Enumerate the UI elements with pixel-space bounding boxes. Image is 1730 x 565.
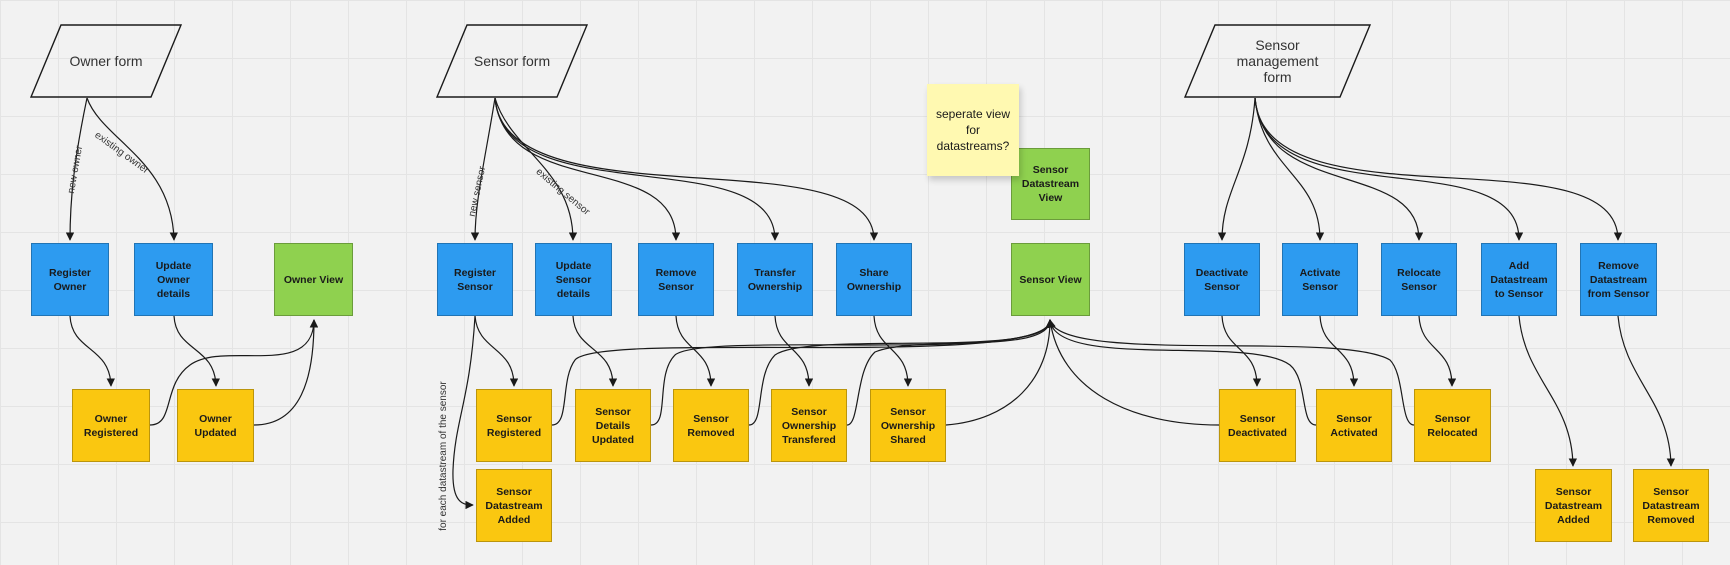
connector-register-sensor-to-datastream-added <box>452 315 476 510</box>
sensor-details-updated-event: Sensor Details Updated <box>575 389 651 462</box>
connector-update-owner-to-owner-updated <box>173 315 221 387</box>
connector-deactivate-to-sensor-deactivated <box>1221 315 1262 387</box>
sensor-datastream-view-view: Sensor Datastream View <box>1011 148 1090 220</box>
connector-remove-datastream-to-datastream-removed <box>1617 315 1676 467</box>
sensor-datastream-added-2-event: Sensor Datastream Added <box>1535 469 1612 542</box>
remove-sensor-command: Remove Sensor <box>638 243 714 316</box>
sensor-relocated-event: Sensor Relocated <box>1414 389 1491 462</box>
connector-transfer-ownership-to-transfered <box>774 315 814 387</box>
sticky-note: seperate view for datastreams? <box>927 84 1019 176</box>
relocate-sensor-command: Relocate Sensor <box>1381 243 1457 316</box>
edge-label-for-each-datastream: for each datastream of the sensor <box>438 381 449 531</box>
owner-form-label: Owner form <box>69 53 143 69</box>
connector-sensor-activated-to-sensor-view <box>1046 319 1317 426</box>
transfer-ownership-command: Transfer Ownership <box>737 243 813 316</box>
deactivate-sensor-command: Deactivate Sensor <box>1184 243 1260 316</box>
sensor-ownership-transfered-event: Sensor Ownership Transfered <box>771 389 847 462</box>
connector-register-owner-to-owner-registered <box>69 315 116 387</box>
connector-owner-registered-to-owner-view <box>149 319 319 426</box>
sensor-management-form-label: Sensor management form <box>1236 37 1319 85</box>
edge-label-existing-sensor: existing sensor <box>534 166 593 218</box>
edge-label-existing-owner: existing owner <box>92 130 151 177</box>
connector-owner-form-to-update-owner <box>86 97 179 241</box>
register-owner-command: Register Owner <box>31 243 109 316</box>
connector-register-sensor-to-sensor-registered <box>474 315 519 387</box>
connector-sensor-form-to-share-ownership <box>494 97 879 241</box>
connector-sensor-ownership-shared-to-sensor-view <box>945 319 1055 426</box>
add-datastream-to-sensor-command: Add Datastream to Sensor <box>1481 243 1557 316</box>
connector-activate-to-sensor-activated <box>1319 315 1359 387</box>
owner-registered-event: Owner Registered <box>72 389 150 462</box>
owner-updated-event: Owner Updated <box>177 389 254 462</box>
sensor-view-view: Sensor View <box>1011 243 1090 316</box>
update-owner-details-command: Update Owner details <box>134 243 213 316</box>
connector-relocate-to-sensor-relocated <box>1418 315 1457 387</box>
connector-mgmt-form-to-add-datastream <box>1254 97 1524 241</box>
owner-view-view: Owner View <box>274 243 353 316</box>
sensor-registered-event: Sensor Registered <box>476 389 552 462</box>
connector-owner-form-to-register-owner <box>65 97 88 241</box>
connector-sensor-form-to-update-sensor <box>494 97 578 241</box>
sensor-ownership-shared-event: Sensor Ownership Shared <box>870 389 946 462</box>
share-ownership-command: Share Ownership <box>836 243 912 316</box>
register-sensor-command: Register Sensor <box>437 243 513 316</box>
connector-sensor-deactivated-to-sensor-view <box>1046 319 1220 426</box>
update-sensor-details-command: Update Sensor details <box>535 243 612 316</box>
connector-mgmt-form-to-remove-datastream <box>1254 97 1623 241</box>
sensor-form-label: Sensor form <box>473 53 551 69</box>
sensor-datastream-added-1-event: Sensor Datastream Added <box>476 469 552 542</box>
connector-update-sensor-to-sensor-details-updated <box>572 315 618 387</box>
sensor-removed-event: Sensor Removed <box>673 389 749 462</box>
sensor-deactivated-event: Sensor Deactivated <box>1219 389 1296 462</box>
connector-mgmt-form-to-activate <box>1254 97 1325 241</box>
sensor-management-form-shape <box>1183 24 1372 98</box>
connector-owner-updated-to-owner-view <box>253 319 319 426</box>
connector-mgmt-form-to-deactivate <box>1217 97 1256 241</box>
owner-form-shape <box>29 24 183 98</box>
activate-sensor-command: Activate Sensor <box>1282 243 1358 316</box>
connector-sensor-removed-to-sensor-view <box>748 319 1055 426</box>
connector-sensor-form-to-remove-sensor <box>494 97 681 241</box>
connector-sensor-form-to-register-sensor <box>470 97 496 241</box>
edge-label-new-owner: new owner <box>66 144 85 194</box>
connector-share-ownership-to-shared <box>873 315 913 387</box>
sensor-datastream-removed-event: Sensor Datastream Removed <box>1633 469 1709 542</box>
connector-add-datastream-to-datastream-added <box>1518 315 1578 467</box>
sensor-activated-event: Sensor Activated <box>1316 389 1392 462</box>
connector-remove-sensor-to-sensor-removed <box>675 315 716 387</box>
remove-datastream-from-sensor-command: Remove Datastream from Sensor <box>1580 243 1657 316</box>
connector-sensor-ownership-transfered-to-sensor-view <box>846 319 1055 426</box>
sensor-form-shape <box>435 24 589 98</box>
edge-label-new-sensor: new sensor <box>467 165 489 218</box>
connector-sensor-form-to-transfer-ownership <box>494 97 780 241</box>
